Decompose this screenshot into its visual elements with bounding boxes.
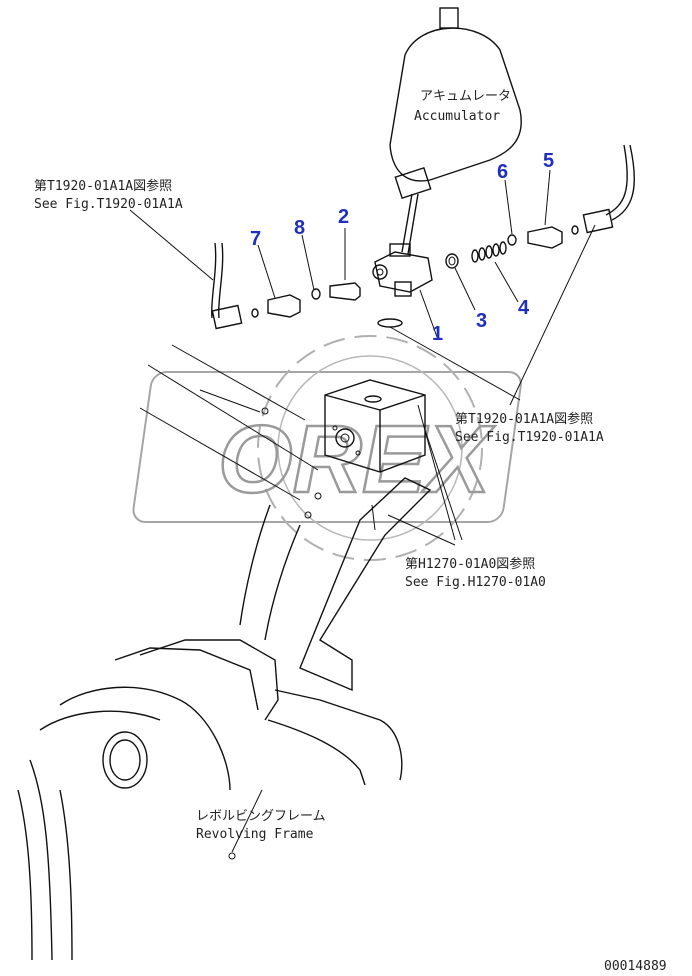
o-ring [377,318,403,328]
callout-8: 8 [294,217,305,239]
accumulator [389,7,522,255]
revolving-frame-label-jp: レボルビングフレーム [196,809,326,824]
tee-fitting [372,243,433,297]
accumulator-body [389,27,522,182]
reference-leaders [129,209,596,853]
accumulator-neck [394,167,432,199]
watermark-logo: OREX [218,406,495,513]
callout-leaders [257,169,551,338]
watermark-gear-inner [277,355,463,541]
spring-coil [471,241,507,263]
callout-7: 7 [250,228,261,250]
accumulator-label-jp: アキュムレータ [420,89,511,104]
document-id: 00014889 [604,959,667,974]
callout-1: 1 [432,323,443,345]
callout-6: 6 [497,161,508,183]
right-pipe-assembly [445,144,636,269]
revolving-frame [17,504,403,961]
left-pipe-assembly [210,242,361,330]
mounting-block [324,379,426,473]
revolving-frame-label-en: Revolving Frame [196,827,314,842]
watermark: OREX [132,335,522,561]
ref-h1270-jp: 第H1270-01A0図参照 [405,556,535,572]
structure-lines [139,344,322,519]
ref-t1920-right-jp: 第T1920-01A1A図参照 [455,411,593,427]
callout-5: 5 [543,150,554,172]
frame-bolt-hole [228,852,236,860]
callout-4: 4 [518,297,530,319]
bracket [299,477,432,692]
ref-t1920-left-jp: 第T1920-01A1A図参照 [34,178,172,194]
ref-t1920-left-en: See Fig.T1920-01A1A [34,197,183,212]
ref-t1920-right-en: See Fig.T1920-01A1A [455,430,604,445]
accumulator-cap [439,7,459,29]
ref-h1270-en: See Fig.H1270-01A0 [405,575,546,590]
callout-3: 3 [476,310,487,332]
watermark-frame [132,371,522,523]
callout-2: 2 [338,206,349,228]
accumulator-label-en: Accumulator [414,109,500,124]
frame-hole [102,731,148,789]
